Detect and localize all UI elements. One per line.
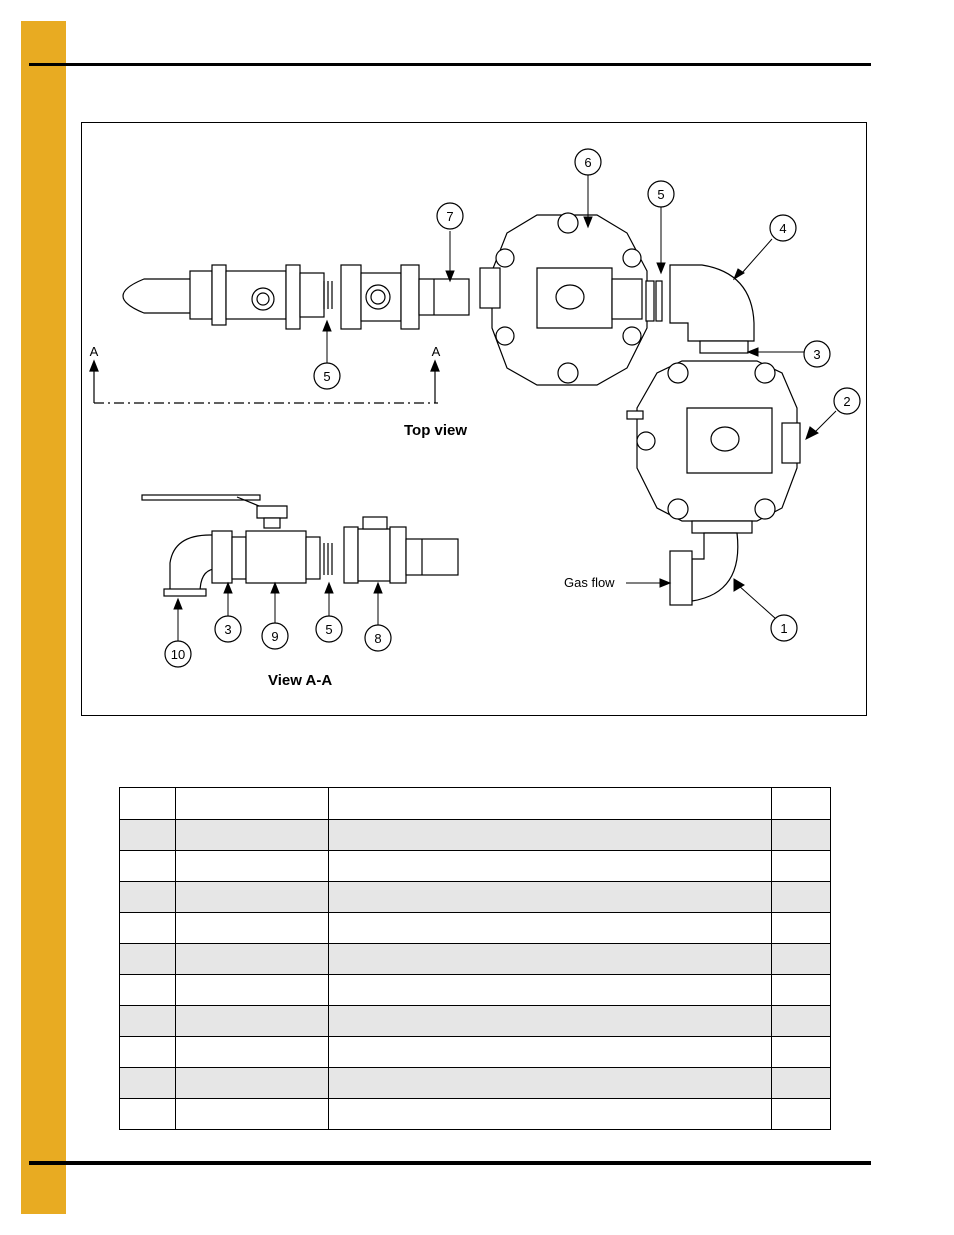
table-row [119, 1005, 831, 1037]
table-cell [175, 850, 329, 882]
table-row [119, 850, 831, 882]
table-cell [771, 912, 831, 944]
table-cell [328, 1067, 772, 1099]
callout-3-aa: 3 [224, 622, 231, 637]
table-cell [119, 1005, 176, 1037]
table-cell [328, 881, 772, 913]
table-cell [175, 1036, 329, 1068]
side-tab [21, 21, 66, 1214]
table-cell [771, 974, 831, 1006]
section-a-right-label: A [432, 344, 441, 359]
header-part [175, 787, 329, 820]
table-cell [771, 1067, 831, 1099]
gas-flow-label: Gas flow [564, 575, 615, 590]
view-aa-drawing [141, 494, 459, 597]
section-a-left-label: A [90, 344, 99, 359]
table-cell [771, 1098, 831, 1130]
table-cell [119, 881, 176, 913]
figure-frame: 6 7 5 4 5 3 2 1 10 3 9 5 8 A A Top view … [81, 122, 867, 716]
header-rule [29, 63, 871, 66]
footer-rule [29, 1161, 871, 1165]
table-cell [175, 881, 329, 913]
table-cell [328, 1005, 772, 1037]
callout-4: 4 [779, 221, 786, 236]
table-cell [119, 1036, 176, 1068]
callout-5-top-left: 5 [323, 369, 330, 384]
table-row [119, 912, 831, 944]
table-cell [175, 1067, 329, 1099]
top-view-drawing [89, 212, 801, 606]
table-cell [328, 819, 772, 851]
callout-5-top-right: 5 [657, 187, 664, 202]
table-cell [328, 943, 772, 975]
callout-9: 9 [271, 629, 278, 644]
callout-1: 1 [780, 621, 787, 636]
callout-5-aa: 5 [325, 622, 332, 637]
table-cell [328, 1098, 772, 1130]
table-cell [771, 1036, 831, 1068]
callout-7: 7 [446, 209, 453, 224]
table-header-row [119, 787, 831, 820]
table-cell [328, 974, 772, 1006]
table-row [119, 881, 831, 913]
table-cell [771, 850, 831, 882]
table-cell [119, 850, 176, 882]
callout-circles [164, 148, 861, 668]
table-cell [175, 943, 329, 975]
callout-6: 6 [584, 155, 591, 170]
callout-8: 8 [374, 631, 381, 646]
table-cell [328, 1036, 772, 1068]
table-row [119, 943, 831, 975]
callout-3-top: 3 [813, 347, 820, 362]
table-cell [119, 912, 176, 944]
header-ref [119, 787, 176, 820]
callout-2: 2 [843, 394, 850, 409]
table-row [119, 1098, 831, 1130]
table-cell [119, 1067, 176, 1099]
table-cell [328, 912, 772, 944]
table-cell [771, 881, 831, 913]
table-cell [119, 1098, 176, 1130]
table-cell [175, 974, 329, 1006]
table-cell [771, 819, 831, 851]
table-cell [119, 819, 176, 851]
table-cell [175, 1098, 329, 1130]
table-cell [175, 819, 329, 851]
leader-lines [173, 175, 837, 641]
top-view-label: Top view [404, 422, 467, 439]
table-cell [328, 850, 772, 882]
table-row [119, 819, 831, 851]
table-row [119, 974, 831, 1006]
callout-10: 10 [171, 647, 185, 662]
assembly-drawing: 6 7 5 4 5 3 2 1 10 3 9 5 8 A A Top view … [89, 148, 861, 689]
table-row [119, 1036, 831, 1068]
table-row [119, 1067, 831, 1099]
table-cell [175, 1005, 329, 1037]
table-cell [771, 943, 831, 975]
header-qty [771, 787, 831, 820]
table-cell [119, 974, 176, 1006]
header-description [328, 787, 772, 820]
table-cell [771, 1005, 831, 1037]
parts-table [119, 787, 831, 1130]
table-cell [119, 943, 176, 975]
table-cell [175, 912, 329, 944]
view-aa-label: View A-A [268, 672, 332, 689]
